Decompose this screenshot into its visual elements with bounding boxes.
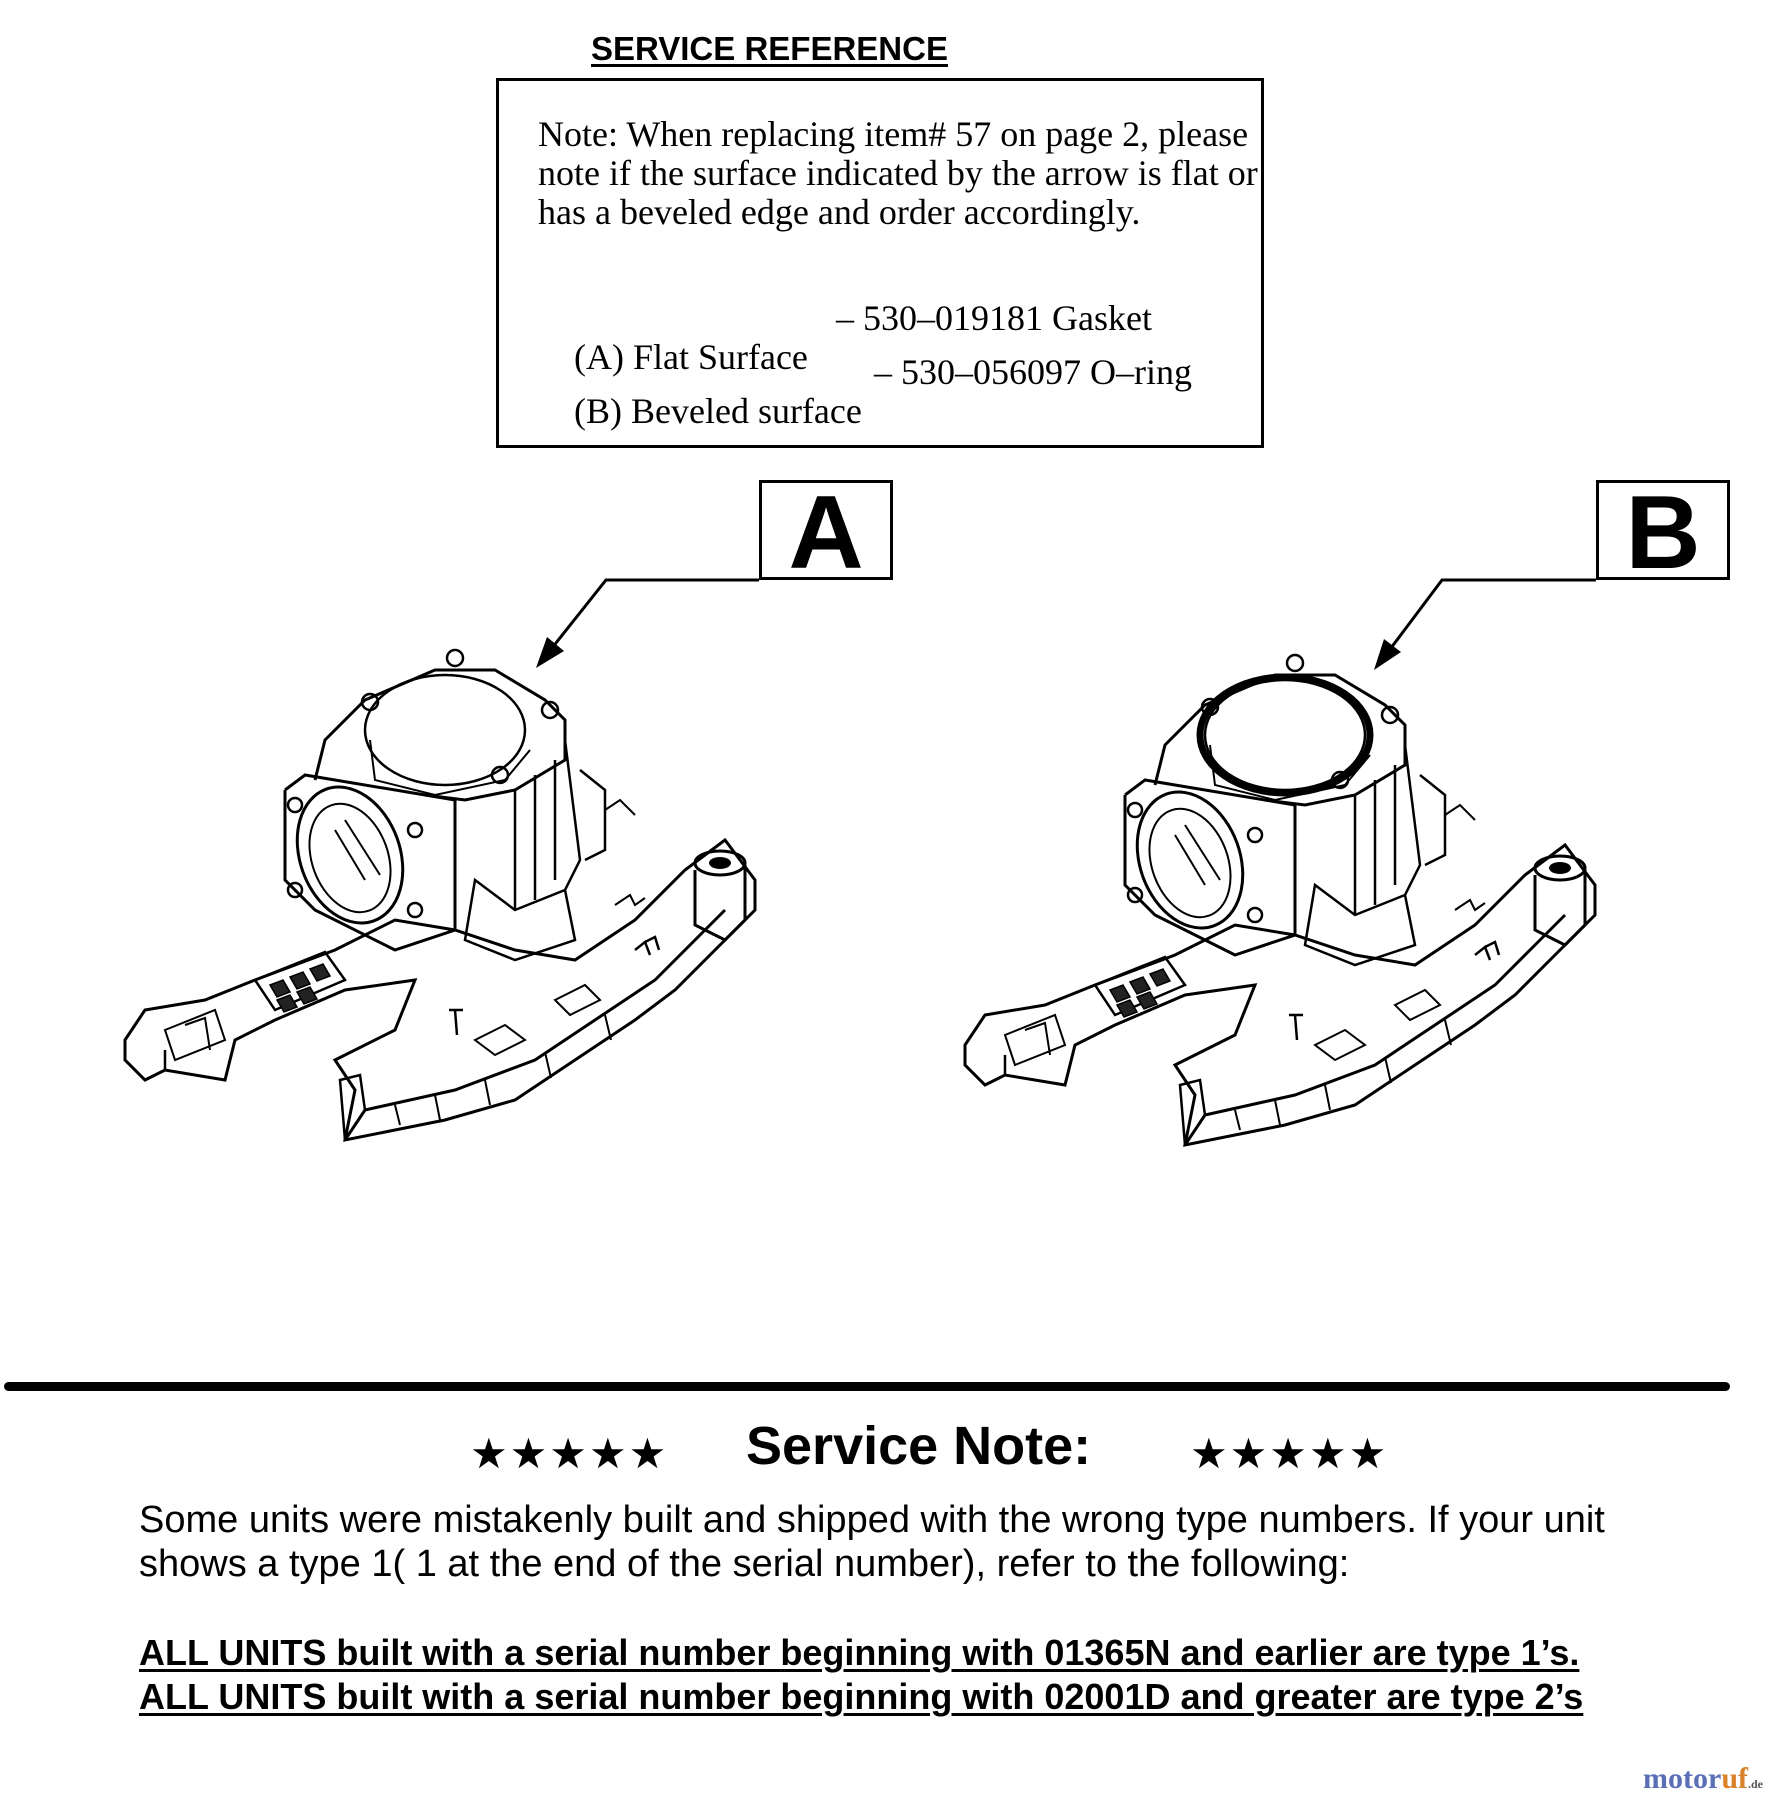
option-a: (A) Flat Surface – 530–019181 Gasket [538, 299, 1152, 455]
serial-rule-type2: ALL UNITS built with a serial number beg… [139, 1676, 1584, 1717]
service-reference-box: Note: When replacing item# 57 on page 2,… [496, 78, 1264, 448]
figure-a-label: A [759, 480, 893, 585]
arrow-a-pointer [542, 578, 759, 659]
option-a-part: – 530–019181 Gasket [836, 298, 1152, 338]
option-b-label: (B) Beveled surface [574, 391, 862, 431]
figure-b-label: B [1596, 480, 1730, 585]
arrow-b-pointer [1380, 578, 1596, 661]
option-b-part: – 530–056097 O–ring [874, 352, 1192, 392]
service-note-header: ★★★★★ Service Note: ★★★★★ [0, 1415, 1777, 1485]
service-note-body: Some units were mistakenly built and shi… [139, 1499, 1605, 1585]
section-divider [4, 1382, 1730, 1391]
arrowhead-b [1374, 639, 1401, 670]
option-b: (B) Beveled surface – 530–056097 O–ring [538, 353, 1192, 509]
service-note-title: Service Note: [746, 1416, 1092, 1476]
stars-right: ★★★★★ [1190, 1429, 1389, 1478]
reference-note-text: Note: When replacing item# 57 on page 2,… [538, 114, 1258, 232]
stars-left: ★★★★★ [470, 1429, 669, 1478]
watermark-logo: motoruf.de [1643, 1762, 1763, 1795]
housing-a-drawing [123, 648, 757, 1142]
housing-b-drawing [963, 653, 1597, 1147]
serial-rule-type1: ALL UNITS built with a serial number beg… [139, 1632, 1580, 1673]
o-ring-highlight [1196, 673, 1374, 797]
option-a-label: (A) Flat Surface [574, 337, 808, 377]
service-reference-heading: SERVICE REFERENCE [591, 30, 948, 67]
arrowhead-a [536, 637, 564, 668]
